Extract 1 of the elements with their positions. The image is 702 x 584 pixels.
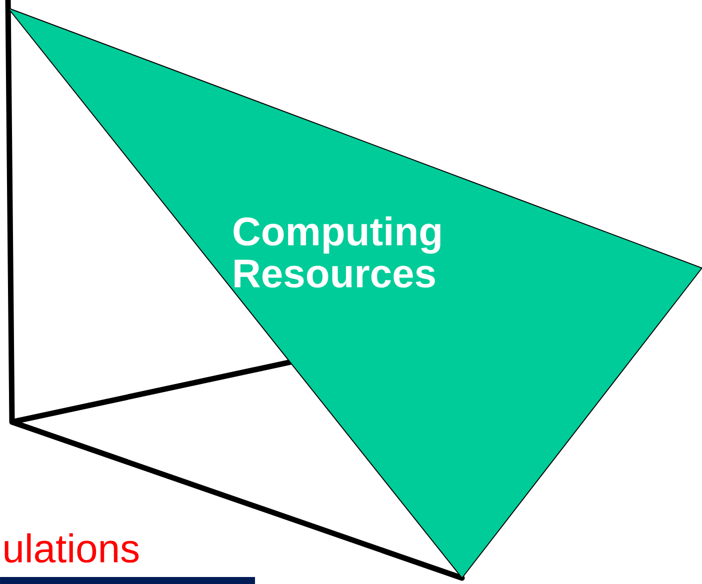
axis-label: ulations [4, 533, 139, 563]
